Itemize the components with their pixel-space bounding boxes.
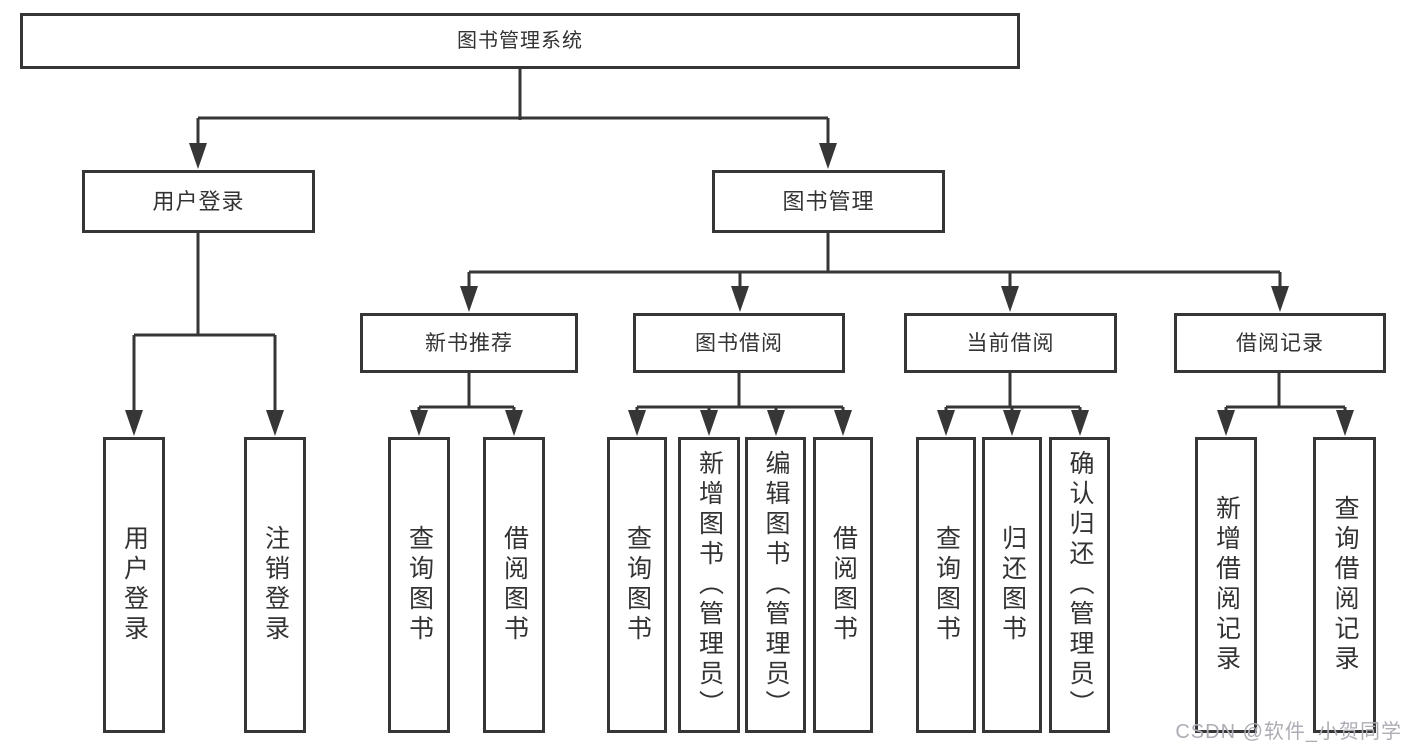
- node-book-management: 图书管理: [712, 170, 945, 233]
- leaf-recommend-query-books: 查询图书: [388, 437, 450, 733]
- leaf-confirm-return-admin-label: 确认归还（管理员）: [1066, 450, 1094, 720]
- leaf-add-books-admin: 新增图书（管理员）: [678, 437, 740, 733]
- tree-edges: [125, 68, 1354, 436]
- node-current-borrow-label: 当前借阅: [966, 331, 1055, 355]
- leaf-edit-books-admin-label: 编辑图书（管理员）: [762, 450, 790, 720]
- leaf-query-borrow-record: 查询借阅记录: [1313, 437, 1376, 733]
- leaf-return-books: 归还图书: [982, 437, 1042, 733]
- leaf-logout: 注销登录: [244, 437, 306, 733]
- node-root: 图书管理系统: [20, 13, 1020, 69]
- leaf-current-query-books: 查询图书: [916, 437, 976, 733]
- leaf-add-borrow-record: 新增借阅记录: [1195, 437, 1257, 733]
- node-root-label: 图书管理系统: [457, 30, 583, 52]
- node-user-login: 用户登录: [82, 170, 315, 233]
- leaf-recommend-borrow-books-label: 借阅图书: [500, 525, 529, 645]
- leaf-query-borrow-record-label: 查询借阅记录: [1331, 495, 1359, 675]
- leaf-logout-label: 注销登录: [261, 525, 290, 645]
- node-current-borrow: 当前借阅: [904, 313, 1117, 373]
- leaf-add-books-admin-label: 新增图书（管理员）: [695, 450, 724, 720]
- leaf-borrow-query-books: 查询图书: [607, 437, 667, 733]
- leaf-borrow-books: 借阅图书: [813, 437, 873, 733]
- leaf-recommend-borrow-books: 借阅图书: [483, 437, 545, 733]
- node-new-book-recommend: 新书推荐: [360, 313, 578, 373]
- node-borrow-records: 借阅记录: [1174, 313, 1386, 373]
- leaf-current-query-books-label: 查询图书: [932, 525, 961, 645]
- node-new-book-recommend-label: 新书推荐: [425, 331, 513, 355]
- node-book-borrow-label: 图书借阅: [695, 331, 783, 355]
- leaf-return-books-label: 归还图书: [998, 525, 1027, 645]
- leaf-add-borrow-record-label: 新增借阅记录: [1212, 495, 1241, 675]
- leaf-user-login: 用户登录: [103, 437, 165, 733]
- csdn-watermark: CSDN @软件_小贺同学: [1175, 721, 1402, 743]
- leaf-borrow-query-books-label: 查询图书: [623, 525, 652, 645]
- arrowheads: [125, 143, 1354, 436]
- leaf-user-login-label: 用户登录: [120, 525, 149, 645]
- node-borrow-records-label: 借阅记录: [1236, 331, 1324, 355]
- node-user-login-label: 用户登录: [152, 188, 245, 214]
- node-book-management-label: 图书管理: [782, 188, 875, 214]
- leaf-recommend-query-books-label: 查询图书: [405, 525, 434, 645]
- leaf-borrow-books-label: 借阅图书: [829, 525, 858, 645]
- leaf-edit-books-admin: 编辑图书（管理员）: [745, 437, 806, 733]
- leaf-confirm-return-admin: 确认归还（管理员）: [1049, 437, 1110, 733]
- node-book-borrow: 图书借阅: [633, 313, 845, 373]
